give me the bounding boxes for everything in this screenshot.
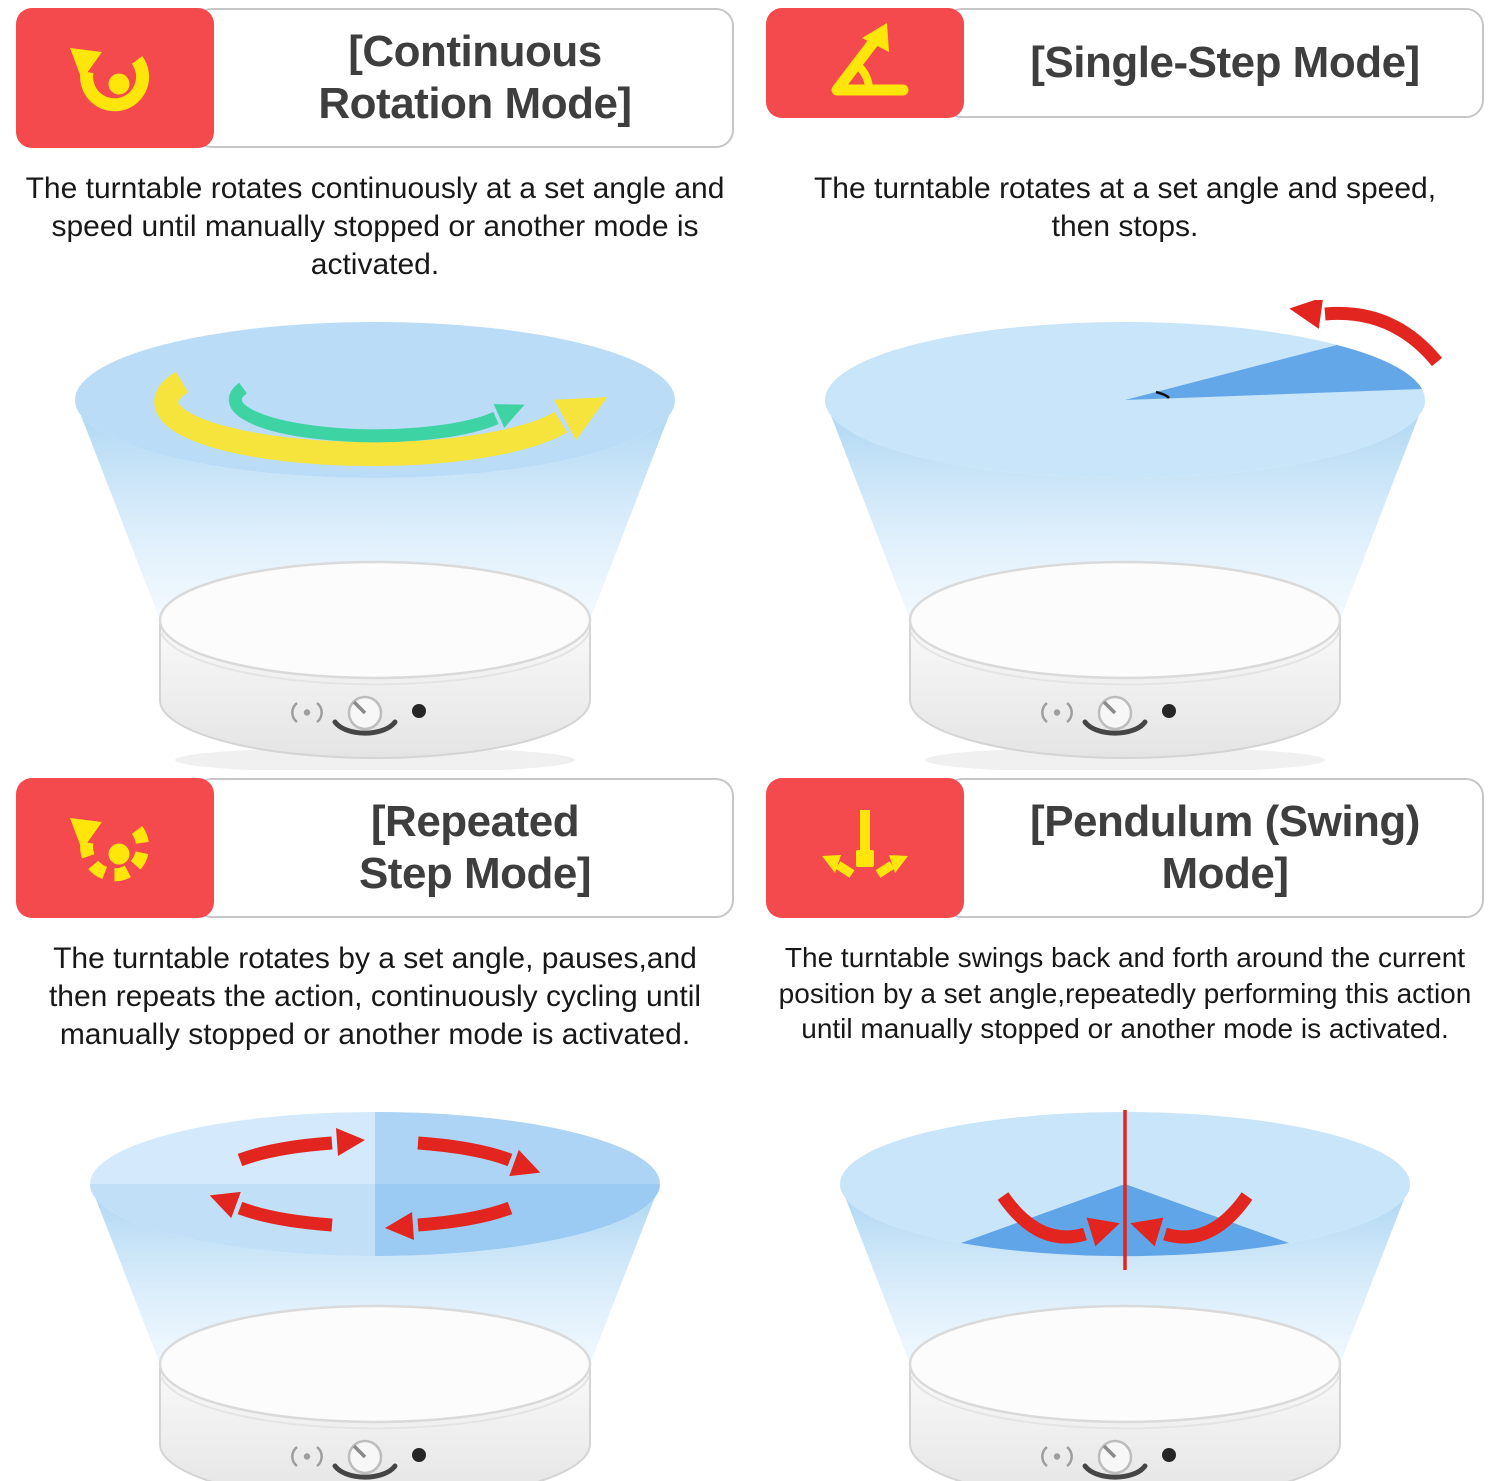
- mode-description: The turntable rotates by a set angle, pa…: [48, 942, 702, 1052]
- panel-pendulum-swing: [Pendulum (Swing) Mode] The turntable sw…: [750, 770, 1500, 1481]
- turntable-device: [910, 1306, 1340, 1481]
- step-sector: [1125, 345, 1422, 400]
- turntable-device: [160, 1306, 590, 1481]
- mode-title-line: Step Mode]: [358, 849, 592, 898]
- turntable-device: [160, 562, 590, 770]
- rotation-arrow-green: [228, 382, 499, 443]
- mode-illustration: [750, 300, 1500, 770]
- panel-single-step: [Single-Step Mode] The turntable rotates…: [750, 0, 1500, 770]
- illustration-repeated-step: [90, 1112, 660, 1481]
- mode-header: [Single-Step Mode]: [766, 8, 1484, 118]
- mode-title-line: [Pendulum (Swing): [1030, 797, 1420, 847]
- step-arrows-red: [237, 1136, 513, 1232]
- continuous-rotation-icon: [16, 8, 214, 148]
- mode-title-line: Rotation Mode]: [318, 79, 632, 128]
- mode-description: The turntable rotates continuously at a …: [25, 172, 725, 282]
- illustration-single-step: [825, 300, 1443, 770]
- mode-title-line: Mode]: [1161, 849, 1289, 898]
- disc-quadrant: [90, 1184, 375, 1256]
- disc-quadrant: [375, 1112, 660, 1184]
- repeated-step-icon: [16, 778, 214, 918]
- mode-header: [Repeated Step Mode]: [16, 778, 734, 918]
- step-arrow-red-head: [1289, 300, 1324, 329]
- mode-title-box: [Repeated Step Mode]: [194, 778, 734, 918]
- pendulum-swing-icon: [766, 778, 964, 918]
- disc-quadrant: [375, 1184, 660, 1256]
- rotation-arrow-green-head: [493, 404, 525, 428]
- mode-description: The turntable rotates at a set angle and…: [813, 172, 1437, 244]
- mode-illustration: [0, 1109, 750, 1481]
- mode-header: [Continuous Rotation Mode]: [16, 8, 734, 148]
- mode-title-line: [Single-Step Mode]: [1030, 38, 1420, 88]
- rotation-arrow-yellow: [154, 371, 568, 467]
- mode-title-box: [Continuous Rotation Mode]: [194, 8, 734, 148]
- mode-illustration: [750, 1109, 1500, 1481]
- mode-illustration: [0, 300, 750, 770]
- mode-description: The turntable swings back and forth arou…: [778, 942, 1472, 1045]
- rotation-arrow-yellow-head: [554, 397, 608, 441]
- angle-mark: [1155, 390, 1170, 399]
- swing-arrow-head: [1130, 1217, 1164, 1247]
- mode-title-box: [Single-Step Mode]: [944, 8, 1484, 118]
- panel-repeated-step: [Repeated Step Mode] The turntable rotat…: [0, 770, 750, 1481]
- mode-title-box: [Pendulum (Swing) Mode]: [944, 778, 1484, 918]
- swing-arrow-head: [1086, 1217, 1120, 1247]
- step-arrow-heads: [209, 1128, 541, 1240]
- illustration-pendulum-swing: [840, 1110, 1410, 1481]
- step-arrow-red: [1324, 306, 1443, 367]
- swing-arrows-red: [997, 1192, 1253, 1244]
- single-step-angle-icon: [766, 8, 964, 118]
- mode-header: [Pendulum (Swing) Mode]: [766, 778, 1484, 918]
- mode-title-line: [Repeated: [370, 797, 580, 847]
- mode-title-line: [Continuous: [348, 27, 602, 77]
- panel-continuous-rotation: [Continuous Rotation Mode] The turntable…: [0, 0, 750, 770]
- turntable-device: [910, 562, 1340, 770]
- illustration-continuous-rotation: [75, 322, 675, 770]
